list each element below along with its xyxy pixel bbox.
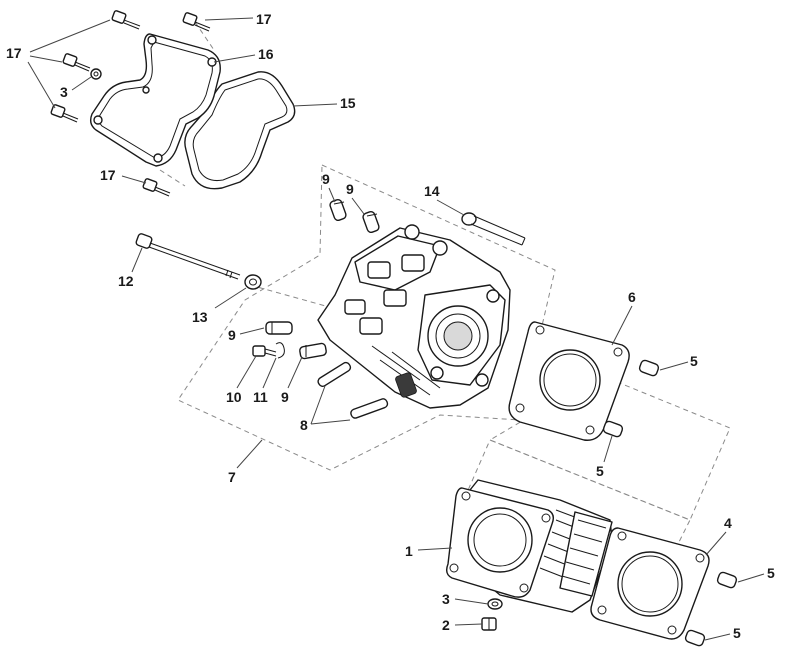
- cylinder-bolt: [481, 617, 497, 631]
- callout-15: 15: [340, 95, 356, 111]
- callout-11: 11: [253, 389, 268, 405]
- long-head-bolt: [135, 233, 241, 280]
- cylinder-head: [317, 224, 511, 409]
- cover-bolt: [62, 53, 91, 72]
- locating-dowel: [684, 629, 706, 647]
- dowel-pin: [350, 398, 389, 419]
- head-stud: [362, 210, 380, 234]
- head-stud: [329, 198, 347, 222]
- callout-6: 6: [628, 289, 636, 305]
- stud-guide: [249, 284, 341, 311]
- cylinder-washer: [487, 598, 503, 610]
- callout-9-c: 9: [228, 327, 236, 343]
- valve-cover-bolt-hole: [153, 153, 163, 163]
- locating-dowel: [638, 359, 660, 377]
- callout-5-b: 5: [596, 463, 604, 479]
- callout-14: 14: [424, 183, 440, 199]
- dowel-pin: [317, 361, 352, 387]
- callout-16: 16: [258, 46, 274, 62]
- valve-cover-gasket-inner: [192, 78, 288, 181]
- valve-cover: [89, 33, 221, 167]
- callout-17-left: 17: [6, 45, 22, 61]
- cylinder-bore: [467, 507, 533, 573]
- callout-17-top: 17: [256, 11, 272, 27]
- base-gasket-bore: [617, 551, 683, 617]
- callout-3-upper: 3: [60, 84, 68, 100]
- cover-bolt: [111, 10, 141, 30]
- callout-9-a: 9: [322, 171, 330, 187]
- head-bolt-washer: [244, 274, 262, 290]
- callout-8: 8: [300, 417, 308, 433]
- head-stud: [299, 342, 327, 360]
- cover-bolt-guide: [159, 169, 186, 187]
- valve-cover-bolt-hole: [147, 35, 157, 45]
- locating-dowel: [716, 571, 738, 589]
- head-stud: [265, 321, 293, 335]
- washer: [90, 68, 102, 80]
- callout-17-lower: 17: [100, 167, 116, 183]
- cover-bolt: [182, 12, 211, 32]
- leader-lines: [27, 17, 765, 641]
- valve-cover-bolt-hole: [93, 115, 103, 125]
- retaining-clip: [275, 342, 285, 359]
- cover-bolt-guide-top: [194, 21, 215, 51]
- callout-12: 12: [118, 273, 134, 289]
- callout-5-d: 5: [733, 625, 741, 641]
- callout-9-b: 9: [346, 181, 354, 197]
- callout-7: 7: [228, 469, 236, 485]
- small-bolt: [252, 345, 277, 357]
- callout-4: 4: [724, 515, 732, 531]
- head-gasket: [508, 321, 630, 441]
- callout-2: 2: [442, 617, 450, 633]
- cylinder-block: [445, 479, 613, 613]
- locating-dowel: [602, 420, 624, 438]
- head-gasket-bore: [539, 349, 601, 411]
- head-assembly-group-outline: [177, 164, 556, 471]
- callout-5-a: 5: [690, 353, 698, 369]
- cover-bolt: [142, 178, 171, 197]
- callout-13: 13: [192, 309, 208, 325]
- callout-10: 10: [226, 389, 242, 405]
- callout-labels: 17 17 17 3 16 15 9 9 14 12 13 9 10 11 9 …: [6, 11, 775, 641]
- callout-3-lower: 3: [442, 591, 450, 607]
- callout-5-c: 5: [767, 565, 775, 581]
- valve-cover-bolt-hole: [142, 86, 150, 94]
- callout-1: 1: [405, 543, 413, 559]
- head-side-bolt: [461, 212, 526, 246]
- callout-9-d: 9: [281, 389, 289, 405]
- base-gasket: [590, 527, 710, 640]
- valve-cover-rim: [98, 41, 213, 159]
